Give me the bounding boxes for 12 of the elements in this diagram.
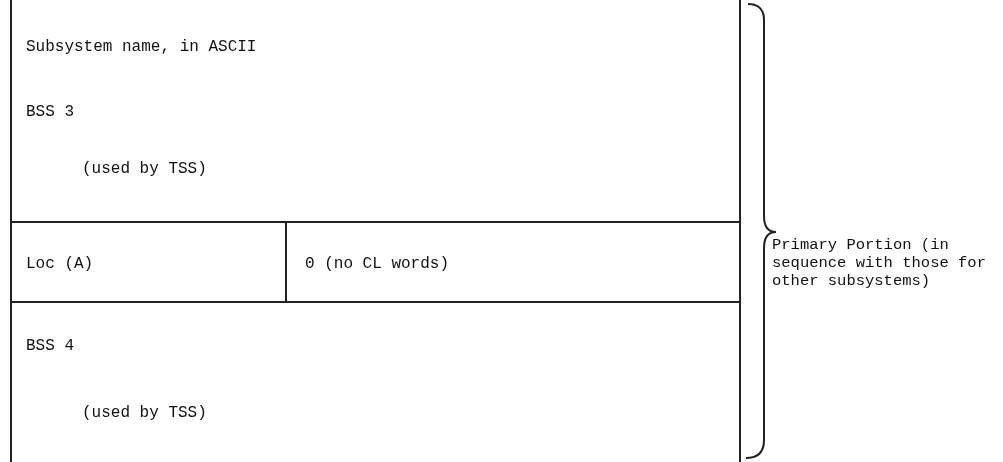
table-cell [10,303,741,462]
table-cell [10,223,287,303]
table-cell [287,223,741,303]
field-text: (used by TSS) [82,404,207,422]
brace-note: Primary Portion (in sequence with those for other subsystems) [772,236,987,290]
field-text: (used by TSS) [82,160,207,178]
field-text: Subsystem name, in ASCII [26,38,257,56]
field-text: Loc (A) [26,255,94,273]
field-text: 0 (no CL words) [305,255,450,273]
field-text: BSS 4 [26,337,74,355]
table-cell [10,0,741,223]
field-text: BSS 3 [26,103,74,121]
